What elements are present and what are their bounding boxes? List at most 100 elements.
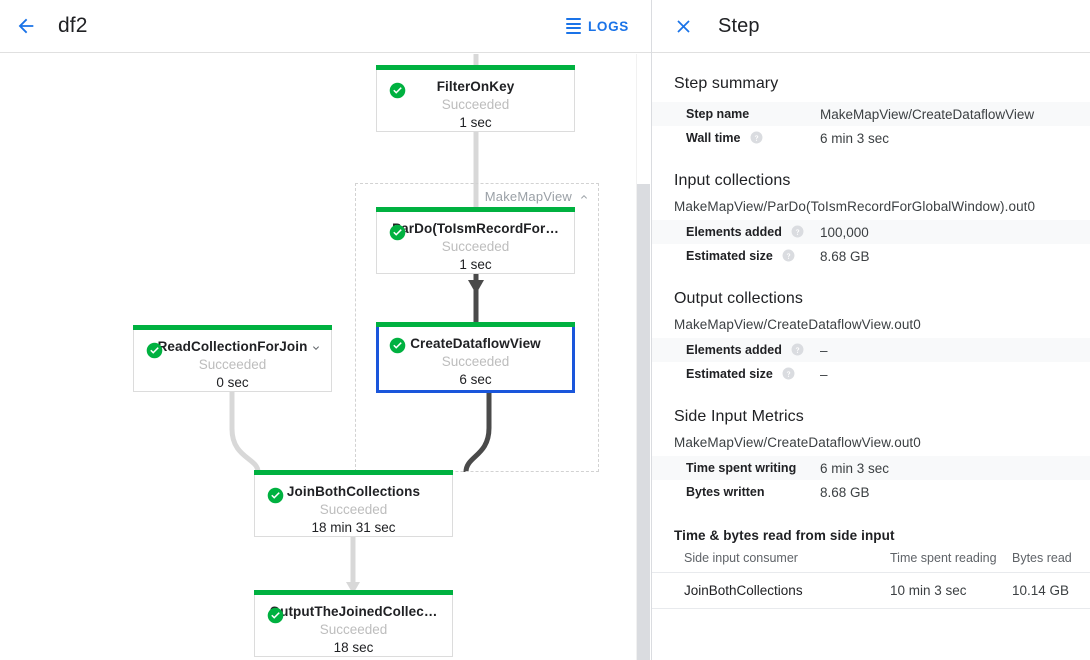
column-header-consumer: Side input consumer — [652, 546, 890, 573]
help-icon[interactable] — [750, 131, 763, 144]
chevron-down-icon[interactable] — [310, 342, 322, 354]
job-graph-pane: df2 LOGS — [0, 0, 652, 660]
table-body: JoinBothCollections 10 min 3 sec 10.14 G… — [652, 572, 1090, 609]
input-collections-table: Elements added 100,000 Estimated size — [652, 220, 1090, 268]
graph-canvas[interactable]: MakeMapView FilterOnKey Succeeded 1 sec — [0, 54, 651, 660]
back-button[interactable] — [6, 6, 46, 46]
row-key: Estimated size — [686, 367, 773, 381]
panel-header: Step — [652, 0, 1090, 53]
input-collection-name: MakeMapView/ParDo(ToIsmRecordForGlobalWi… — [674, 199, 1036, 214]
chevron-up-icon[interactable] — [578, 191, 590, 203]
row-key: Elements added — [686, 343, 782, 357]
node-name: ParDo(ToIsmRecordFor… — [392, 221, 559, 236]
cell-consumer: JoinBothCollections — [652, 572, 890, 609]
section-heading-input-collections: Input collections — [674, 172, 791, 189]
section-heading-step-summary: Step summary — [674, 75, 779, 92]
step-summary-table: Step name MakeMapView/CreateDataflowView… — [652, 102, 1090, 150]
node-body: JoinBothCollections Succeeded 18 min 31 … — [255, 475, 452, 535]
row-value: 6 min 3 sec — [820, 130, 890, 146]
node-status-bar — [254, 590, 453, 595]
help-icon[interactable] — [791, 225, 804, 238]
node-name: JoinBothCollections — [286, 484, 421, 499]
panel-title: Step — [718, 14, 760, 37]
help-icon[interactable] — [791, 343, 804, 356]
node-status: Succeeded — [441, 97, 510, 112]
node-status: Succeeded — [441, 239, 510, 254]
node-name: FilterOnKey — [436, 79, 515, 94]
edge-arrow-3 — [346, 582, 360, 594]
node-body: ReadCollectionForJoin Succeeded 0 sec — [134, 330, 331, 390]
node-status-bar — [376, 207, 575, 212]
table-header: Side input consumer Time spent reading B… — [652, 546, 1090, 573]
node-status-bar — [376, 322, 575, 327]
node-name: ReadCollectionForJoin — [157, 339, 308, 354]
row-value: 8.68 GB — [820, 484, 870, 500]
node-name: OutputTheJoinedCollec… — [269, 604, 438, 619]
row-value: – — [820, 342, 828, 358]
check-circle-icon — [389, 337, 406, 354]
table-row: Estimated size – — [652, 362, 1090, 386]
node-read-collection-for-join[interactable]: ReadCollectionForJoin Succeeded 0 sec — [133, 325, 332, 392]
check-circle-icon — [146, 342, 163, 359]
check-circle-icon — [267, 607, 284, 624]
row-key: Elements added — [686, 225, 782, 239]
top-toolbar: df2 LOGS — [0, 0, 651, 53]
logs-button[interactable]: LOGS — [565, 18, 629, 34]
close-icon — [676, 19, 690, 33]
panel-body: Step summary Step name MakeMapView/Creat… — [652, 53, 1090, 660]
section-heading-side-input-metrics: Side Input Metrics — [674, 408, 804, 425]
group-makemapview[interactable]: MakeMapView — [355, 183, 599, 472]
side-input-metrics-table: Time spent writing 6 min 3 sec Bytes wri… — [652, 456, 1090, 504]
row-key: Wall time — [686, 131, 741, 145]
logs-button-label: LOGS — [587, 18, 629, 34]
row-value: 8.68 GB — [820, 248, 870, 264]
node-status: Succeeded — [319, 622, 388, 637]
table-row: Elements added – — [652, 338, 1090, 362]
edge-create-join — [463, 388, 492, 473]
node-time: 1 sec — [459, 115, 492, 130]
graph-scrollbar-track[interactable] — [636, 54, 651, 660]
row-value: MakeMapView/CreateDataflowView — [820, 106, 1035, 122]
side-input-consumer-table: Side input consumer Time spent reading B… — [652, 546, 1090, 609]
help-icon[interactable] — [782, 249, 795, 262]
node-pardo-toismrecord[interactable]: ParDo(ToIsmRecordFor… Succeeded 1 sec — [376, 207, 575, 274]
graph-scrollbar-thumb[interactable] — [637, 184, 650, 660]
node-status: Succeeded — [441, 354, 510, 369]
node-time: 18 sec — [333, 640, 374, 655]
table-row: Bytes written 8.68 GB — [652, 480, 1090, 504]
section-heading-time-bytes-read: Time & bytes read from side input — [674, 528, 895, 543]
row-key: Step name — [686, 107, 750, 121]
row-value: 6 min 3 sec — [820, 460, 890, 476]
table-row: Elements added 100,000 — [652, 220, 1090, 244]
node-time: 0 sec — [216, 375, 249, 390]
edge-arrow-2 — [468, 280, 484, 294]
column-header-time: Time spent reading — [890, 546, 1012, 573]
table-row: Wall time 6 min 3 sec — [652, 126, 1090, 150]
node-filter-on-key[interactable]: FilterOnKey Succeeded 1 sec — [376, 65, 575, 132]
column-header-bytes: Bytes read — [1012, 546, 1090, 573]
node-join-both-collections[interactable]: JoinBothCollections Succeeded 18 min 31 … — [254, 470, 453, 537]
group-label: MakeMapView — [484, 189, 572, 204]
node-name: CreateDataflowView — [410, 336, 541, 351]
node-body: OutputTheJoinedCollec… Succeeded 18 sec — [255, 595, 452, 655]
side-input-collection-name: MakeMapView/CreateDataflowView.out0 — [674, 435, 921, 450]
output-collection-name: MakeMapView/CreateDataflowView.out0 — [674, 317, 921, 332]
cell-time: 10 min 3 sec — [890, 572, 1012, 609]
close-button[interactable] — [663, 6, 703, 46]
cell-bytes: 10.14 GB — [1012, 572, 1090, 609]
table-row[interactable]: JoinBothCollections 10 min 3 sec 10.14 G… — [652, 572, 1090, 609]
help-icon[interactable] — [782, 367, 795, 380]
node-status: Succeeded — [319, 502, 388, 517]
list-icon — [565, 18, 581, 34]
check-circle-icon — [267, 487, 284, 504]
check-circle-icon — [389, 224, 406, 241]
edge-read-join — [229, 391, 261, 473]
node-create-dataflow-view[interactable]: CreateDataflowView Succeeded 6 sec — [376, 322, 575, 393]
row-value: 100,000 — [820, 224, 869, 240]
node-status-bar — [133, 325, 332, 330]
row-key: Estimated size — [686, 249, 773, 263]
node-time: 1 sec — [459, 257, 492, 272]
row-value: – — [820, 366, 828, 382]
node-output-the-joined-collection[interactable]: OutputTheJoinedCollec… Succeeded 18 sec — [254, 590, 453, 657]
